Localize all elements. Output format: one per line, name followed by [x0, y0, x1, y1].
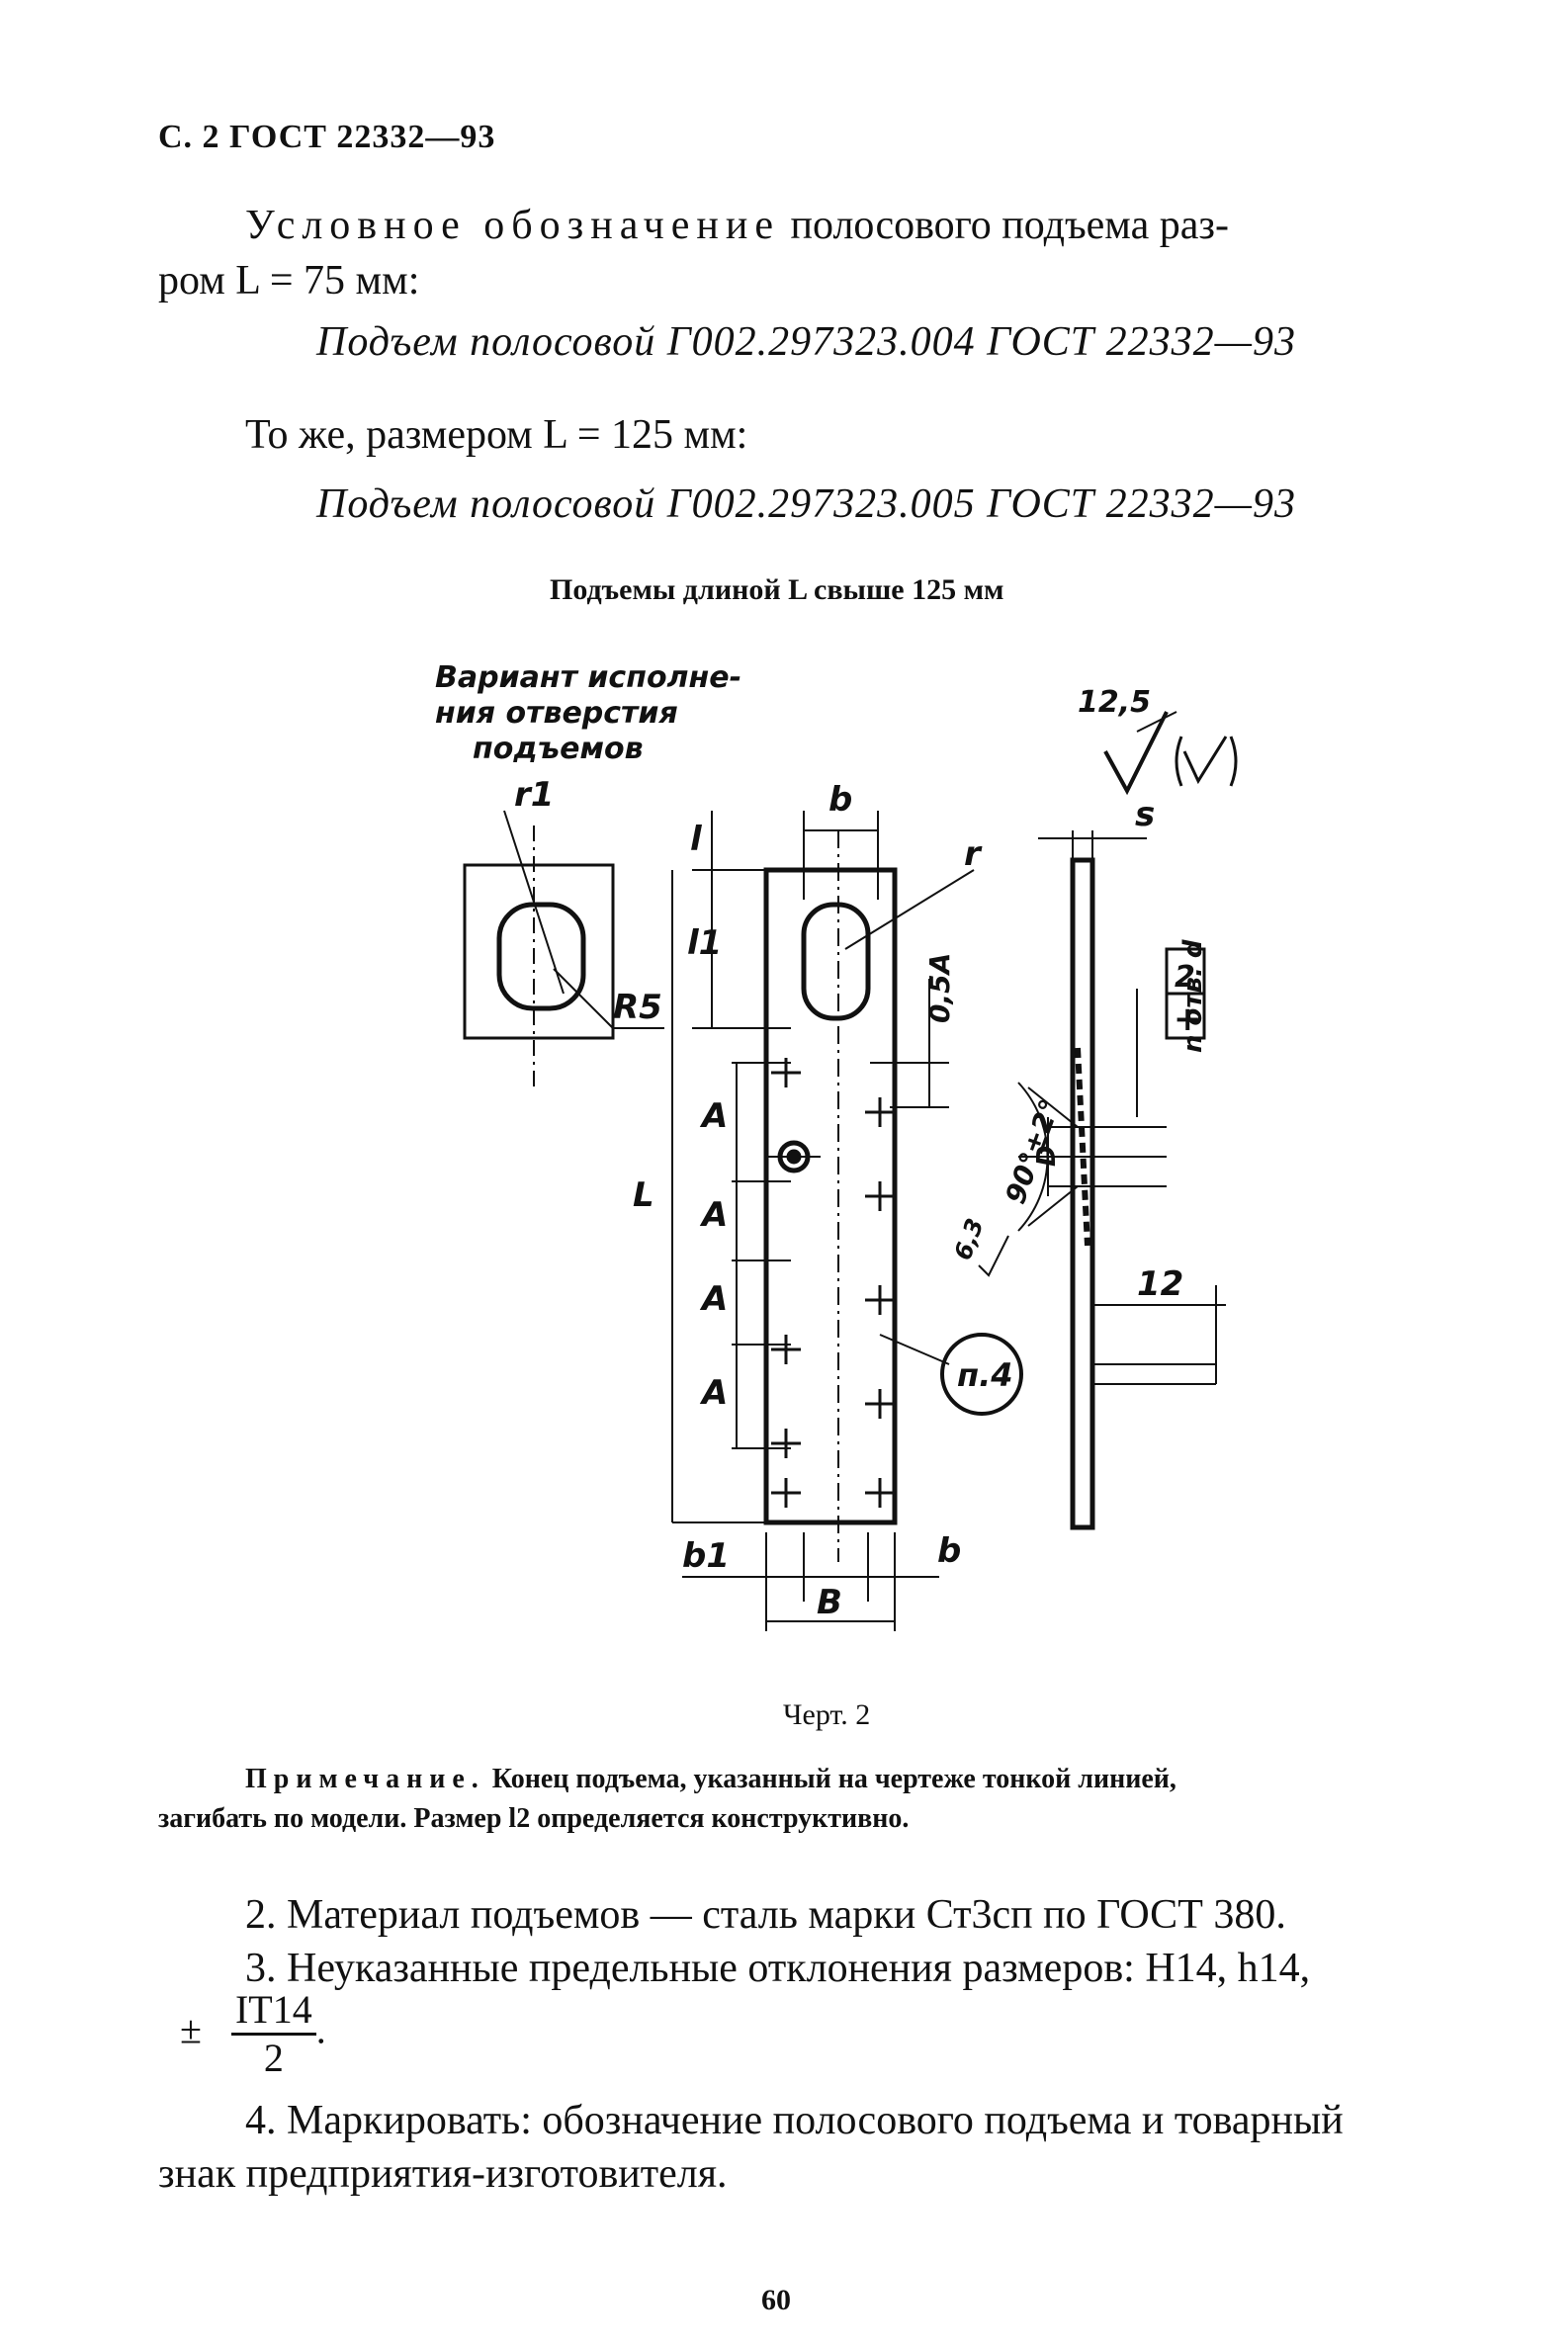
- item-4-line-1: 4. Маркировать: обозначение полосового п…: [245, 2098, 1344, 2143]
- label-B: B: [817, 1583, 842, 1622]
- item-3-denominator: 2: [263, 2036, 284, 2080]
- label-b-top: b: [828, 780, 852, 820]
- label-tol-1: 2: [1175, 960, 1195, 995]
- page-header: С. 2 ГОСТ 22332—93: [158, 119, 496, 155]
- label-r1: r1: [514, 775, 554, 815]
- item-3-fraction: ± IT14 2 .: [180, 1987, 326, 2080]
- item-3: 3. Неуказанные предельные отклонения раз…: [245, 1946, 1311, 1991]
- main-slot: [801, 902, 871, 1021]
- label-roughness-small: 6,3: [949, 1215, 990, 1264]
- label-b-bottom: b: [937, 1531, 961, 1571]
- page-number: 60: [761, 2284, 791, 2316]
- label-D: D: [1032, 1145, 1062, 1167]
- designation-intro-spaced: Условное обозначение: [245, 203, 781, 248]
- figure-title: Подъемы длиной L свыше 125 мм: [550, 573, 1004, 606]
- leader-r5: [553, 968, 614, 1029]
- note-text-2: загибать по модели. Размер l2 определяет…: [158, 1803, 910, 1834]
- same-as-line: То же, размером L = 125 мм:: [245, 412, 748, 458]
- variant-plate: [463, 863, 615, 1040]
- leader-r1: [503, 810, 565, 995]
- label-p4: п.4: [957, 1356, 1013, 1394]
- designation-intro-rest: полосового подъема раз-: [790, 203, 1229, 248]
- label-roughness: 12,5: [1078, 685, 1151, 720]
- label-s: s: [1135, 795, 1155, 834]
- note-line-1: Примечание. Конец подъема, указанный на …: [245, 1760, 1176, 1799]
- designation-example-2: Подъем полосовой Г002.297323.005 ГОСТ 22…: [316, 481, 1296, 527]
- label-roughness-paren: (√): [1186, 754, 1233, 789]
- label-L: L: [633, 1175, 654, 1215]
- p4-circle: [940, 1333, 1023, 1416]
- item-3-pm: ±: [180, 2007, 202, 2052]
- designation-example-1: Подъем полосовой Г002.297323.004 ГОСТ 22…: [316, 319, 1296, 365]
- label-r5: R5: [613, 988, 662, 1027]
- note-label: Примечание.: [245, 1764, 485, 1794]
- variant-slot: [496, 902, 586, 1011]
- label-A-1: A: [699, 1096, 728, 1136]
- label-tol-2: +: [1174, 999, 1202, 1039]
- label-A-4: A: [699, 1373, 728, 1413]
- item-3-numerator: IT14: [230, 1987, 316, 2036]
- figure-caption: Черт. 2: [783, 1698, 871, 1731]
- label-A-3: A: [699, 1279, 728, 1319]
- label-A-2: A: [699, 1195, 728, 1235]
- label-n-holes: n отв. d: [1178, 939, 1208, 1053]
- variant-label-line-1: Вариант исполне-: [435, 660, 742, 695]
- item-2: 2. Материал подъемов — сталь марки Ст3сп…: [245, 1892, 1286, 1938]
- label-l1: l1: [687, 923, 722, 963]
- label-half-A: 0,5A: [923, 953, 956, 1023]
- label-12: 12: [1137, 1264, 1183, 1304]
- label-r: r: [964, 834, 983, 874]
- note-text-1: Конец подъема, указанный на чертеже тонк…: [491, 1764, 1176, 1794]
- item-4-line-2: знак предприятия-изготовителя.: [158, 2151, 728, 2197]
- label-l: l: [690, 820, 703, 859]
- designation-intro: Условное обозначение полосового подъема …: [245, 198, 1229, 253]
- variant-label-line-2: ния отверстия: [435, 696, 678, 731]
- side-view: [1070, 857, 1095, 1530]
- variant-label: Вариант исполне- ния отверстия подъемов: [435, 660, 741, 767]
- label-b1: b1: [682, 1536, 730, 1576]
- variant-label-line-3: подъемов: [473, 732, 644, 766]
- leader-r: [844, 869, 975, 950]
- designation-intro-line2: ром L = 75 мм:: [158, 258, 420, 304]
